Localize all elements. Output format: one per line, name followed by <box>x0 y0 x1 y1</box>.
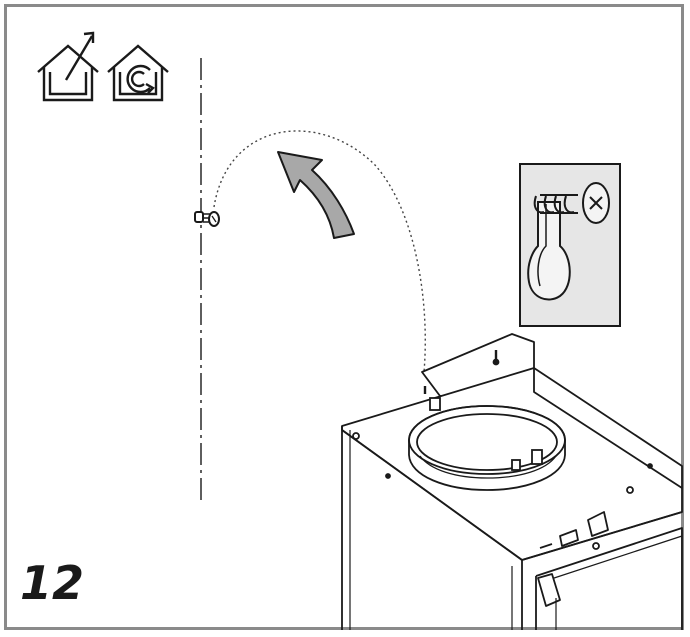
recirculation-house-icon <box>107 44 169 102</box>
step-number: 12 <box>20 556 85 610</box>
duct-collar <box>408 397 566 491</box>
curved-arrow-icon <box>277 151 355 239</box>
keyhole-slot-detail <box>519 163 621 327</box>
ducted-exhaust-house-icon <box>37 31 99 102</box>
screw-icon <box>194 211 220 227</box>
trajectory-path <box>213 130 426 373</box>
